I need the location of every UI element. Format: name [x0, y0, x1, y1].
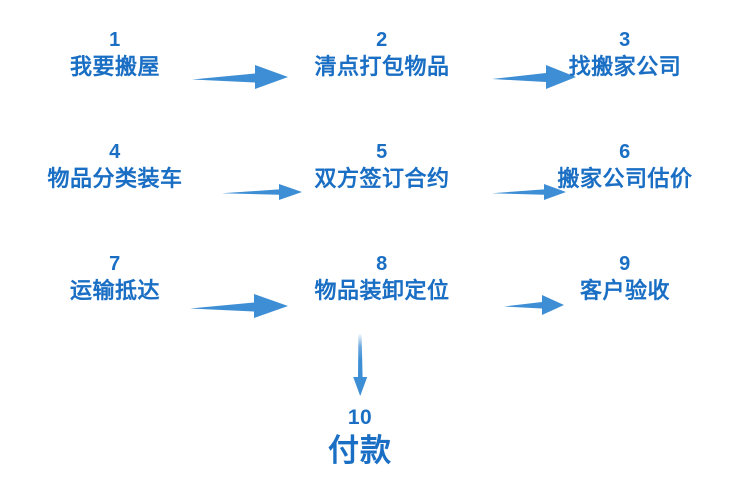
step-node-10[interactable]: 10 付款	[328, 405, 392, 471]
step-label-2: 清点打包物品	[314, 54, 450, 79]
step-number-3: 3	[619, 29, 631, 51]
arrow-5-to-6	[492, 180, 566, 204]
step-label-10: 付款	[328, 433, 392, 468]
arrow-8-to-10-down	[345, 334, 375, 396]
step-label-7: 运输抵达	[69, 278, 161, 303]
step-number-1: 1	[109, 29, 121, 51]
step-node-6[interactable]: 6 搬家公司估价	[557, 140, 692, 194]
step-label-9: 客户验收	[579, 278, 671, 303]
arrow-2-to-3	[492, 62, 576, 92]
step-node-4[interactable]: 4 物品分类装车	[47, 140, 182, 194]
step-node-5[interactable]: 5 双方签订合约	[314, 140, 449, 194]
step-node-3[interactable]: 3 找搬家公司	[569, 28, 682, 82]
step-label-4: 物品分类装车	[47, 166, 183, 191]
step-number-2: 2	[376, 29, 388, 51]
arrow-8-to-9	[504, 292, 564, 318]
step-number-7: 7	[109, 253, 121, 275]
arrow-7-to-8	[190, 291, 288, 321]
step-node-9[interactable]: 9 客户验收	[580, 252, 670, 306]
step-label-3: 找搬家公司	[568, 54, 682, 79]
step-number-5: 5	[376, 141, 388, 163]
step-node-8[interactable]: 8 物品装卸定位	[314, 252, 449, 306]
step-label-5: 双方签订合约	[314, 166, 450, 191]
step-number-4: 4	[109, 141, 121, 163]
step-label-6: 搬家公司估价	[557, 166, 693, 191]
step-number-8: 8	[376, 253, 388, 275]
step-label-8: 物品装卸定位	[314, 278, 450, 303]
arrow-4-to-5	[222, 180, 302, 204]
arrow-1-to-2	[192, 62, 288, 92]
step-number-10: 10	[347, 406, 373, 429]
step-label-1: 我要搬屋	[69, 54, 161, 79]
step-node-2[interactable]: 2 清点打包物品	[314, 28, 449, 82]
step-number-9: 9	[619, 253, 631, 275]
step-node-7[interactable]: 7 运输抵达	[70, 252, 160, 306]
step-number-6: 6	[619, 141, 631, 163]
step-node-1[interactable]: 1 我要搬屋	[70, 28, 160, 82]
